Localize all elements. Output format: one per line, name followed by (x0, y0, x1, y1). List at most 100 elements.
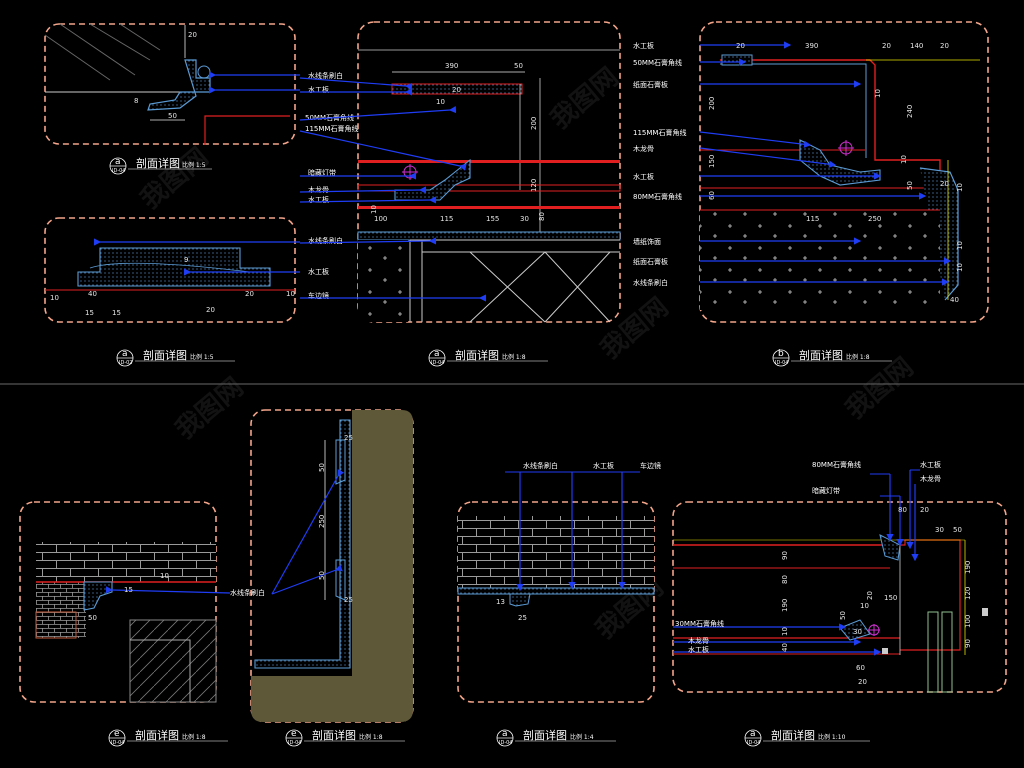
cornice-profile (839, 619, 871, 641)
svg-text:10: 10 (781, 627, 789, 636)
detail-frame (44, 23, 296, 145)
detail-tag[interactable]: a ID-04 (109, 157, 127, 175)
svg-text:115: 115 (806, 215, 819, 223)
detail-3[interactable]: 390 50 10 20 200 120 10 100 115 155 80 3… (299, 21, 621, 367)
detail-tag[interactable]: b ID-04 (772, 349, 790, 367)
light-fixture-icon (868, 624, 880, 636)
callout-label: 115MM石膏角线 (305, 124, 358, 133)
callout-label: 墙纸饰面 (633, 237, 661, 246)
svg-text:a: a (502, 729, 508, 739)
detail-tag[interactable]: e ID-04 (108, 729, 126, 747)
svg-text:10: 10 (286, 290, 295, 298)
detail-tag[interactable]: a ID-04 (744, 729, 762, 747)
svg-text:390: 390 (805, 42, 818, 50)
detail-title: 剖面详图 (771, 728, 815, 742)
truss-frame (409, 239, 620, 323)
svg-text:20: 20 (858, 678, 867, 686)
light-fixture-icon (402, 164, 418, 180)
svg-text:240: 240 (906, 105, 914, 118)
dim-text: 20 (188, 31, 197, 39)
ceiling-board (391, 83, 523, 95)
svg-text:20: 20 (866, 591, 874, 600)
svg-text:200: 200 (530, 117, 538, 130)
cornice-profile (509, 593, 531, 607)
svg-text:25: 25 (344, 434, 353, 442)
wall-infill (358, 240, 408, 322)
callout-label: 纸面石膏板 (633, 80, 668, 89)
detail-6[interactable]: 水线条刷白 25 50 250 50 25 e ID-04 剖面详图 比例 1:… (230, 409, 414, 747)
detail-4[interactable]: 20 390 20 140 20 200 10 240 150 60 10 50… (633, 21, 989, 367)
svg-text:100: 100 (374, 215, 387, 223)
svg-text:120: 120 (530, 179, 538, 192)
svg-text:15: 15 (124, 586, 133, 594)
svg-text:10: 10 (160, 572, 169, 580)
callout-label: 水线条刷白 (523, 461, 558, 470)
detail-1[interactable]: 20 8 50 a ID-04 剖面详图 比例 1:5 (44, 23, 300, 175)
svg-text:20: 20 (940, 180, 949, 188)
light-fixture-icon (838, 140, 854, 156)
detail-scale: 比例 1:8 (502, 353, 526, 361)
red-outline (720, 59, 941, 190)
callout-label: 水工板 (633, 172, 654, 181)
svg-text:20: 20 (206, 306, 215, 314)
callout-label: 水线条刷白 (633, 278, 668, 287)
detail-scale: 比例 1:10 (818, 733, 846, 741)
svg-text:40: 40 (88, 290, 97, 298)
svg-text:20: 20 (882, 42, 891, 50)
svg-text:30: 30 (853, 628, 862, 636)
svg-text:40: 40 (950, 296, 959, 304)
detail-tag[interactable]: a ID-04 (496, 729, 514, 747)
detail-tag[interactable]: a ID-02 (116, 349, 134, 367)
svg-text:150: 150 (708, 155, 716, 168)
svg-text:ID-04: ID-04 (111, 740, 125, 746)
detail-tag[interactable]: a ID-04 (428, 349, 446, 367)
red-outline (204, 115, 290, 145)
wall-lining (254, 419, 351, 669)
callout-label: 80MM石膏角线 (633, 192, 682, 201)
svg-text:50: 50 (318, 571, 326, 580)
svg-text:30: 30 (520, 215, 529, 223)
svg-text:20: 20 (940, 42, 949, 50)
svg-text:90: 90 (781, 551, 789, 560)
wall-infill (700, 210, 940, 310)
svg-text:20: 20 (736, 42, 745, 50)
brick-wall (36, 582, 86, 638)
svg-text:10: 10 (860, 602, 869, 610)
callout-label: 木龙骨 (308, 185, 329, 194)
dim-text: 50 (168, 112, 177, 120)
svg-text:15: 15 (112, 309, 121, 317)
svg-text:250: 250 (318, 515, 326, 528)
callout-label: 水工板 (308, 195, 329, 204)
wall-hatch (44, 23, 161, 81)
callout-label: 115MM石膏角线 (633, 128, 686, 137)
callout-label: 纸面石膏板 (633, 257, 668, 266)
callout-label: 暗藏灯带 (308, 168, 336, 177)
callout-label: 80MM石膏角线 (812, 460, 861, 469)
svg-text:20: 20 (245, 290, 254, 298)
callout-label: 水工板 (920, 460, 941, 469)
svg-text:80: 80 (781, 575, 789, 584)
detail-tag[interactable]: e ID-04 (285, 729, 303, 747)
svg-text:我图网: 我图网 (840, 352, 919, 425)
svg-text:20: 20 (920, 506, 929, 514)
cornice-profile (83, 581, 113, 611)
detail-8[interactable]: 80MM石膏角线 水工板 木龙骨 暗藏灯带 30MM石膏角线 木龙骨 水工板 8… (672, 460, 1007, 747)
callout-label: 水工板 (308, 85, 329, 94)
svg-text:ID-04: ID-04 (775, 360, 789, 366)
svg-text:190: 190 (964, 561, 972, 574)
cornice-profile (879, 534, 901, 561)
svg-text:60: 60 (856, 664, 865, 672)
svg-text:25: 25 (344, 596, 353, 604)
svg-text:10: 10 (370, 205, 378, 214)
detail-frame (672, 501, 1007, 693)
detail-frame (699, 21, 989, 323)
detail-5[interactable]: 10 15 50 e ID-04 剖面详图 比例 1:8 (19, 501, 231, 747)
red-band (358, 160, 620, 163)
svg-text:140: 140 (910, 42, 923, 50)
svg-text:我图网: 我图网 (170, 372, 249, 445)
dim-text: 8 (134, 97, 138, 105)
detail-2[interactable]: 9 10 40 20 15 15 20 10 a ID-02 剖面详图 比例 1… (44, 217, 300, 367)
detail-scale: 比例 1:8 (359, 733, 383, 741)
detail-7[interactable]: 水线条刷白 水工板 车边镜 13 25 a ID-04 剖面详图 比例 1:4 (457, 461, 661, 747)
